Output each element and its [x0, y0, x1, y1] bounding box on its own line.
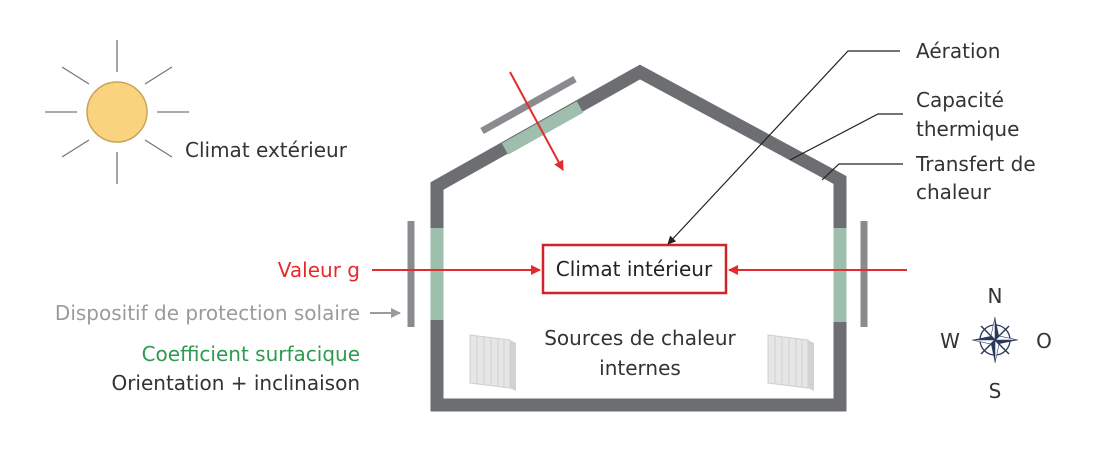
- sun-icon: [45, 40, 189, 184]
- compass-west: W: [940, 329, 960, 353]
- house-wall: [430, 64, 847, 412]
- solar-roof-arrow: [509, 71, 564, 171]
- ventilation-label: Aération: [916, 39, 1000, 63]
- compass-north: N: [988, 284, 1003, 308]
- heat-transfer-label-2: chaleur: [916, 180, 991, 204]
- compass-rose-icon: [971, 316, 1019, 364]
- roof-skylight: [501, 101, 584, 155]
- heat-transfer-leader: [821, 163, 903, 181]
- interior-climate-box: [541, 243, 728, 295]
- compass-south: S: [989, 379, 1002, 403]
- thermal-capacity-label-1: Capacité: [916, 88, 1004, 112]
- internal-sources-label-1: Sources de chaleur: [544, 326, 736, 350]
- surface-coefficient-label: Coefficient surfacique: [142, 342, 360, 366]
- left-radiator-icon: [469, 334, 516, 391]
- right-radiator-icon: [767, 334, 814, 391]
- exterior-climate-label: Climat extérieur: [185, 138, 348, 162]
- compass-east: O: [1036, 329, 1052, 353]
- thermal-capacity-label-2: thermique: [916, 117, 1019, 141]
- orientation-label: Orientation + inclinaison: [111, 371, 360, 395]
- thermal-capacity-leader: [789, 113, 903, 161]
- internal-sources-label-2: internes: [599, 356, 681, 380]
- ventilation-leader: [667, 50, 900, 245]
- solar-protection-label: Dispositif de protection solaire: [55, 301, 360, 325]
- g-value-label: Valeur g: [278, 258, 360, 282]
- heat-transfer-label-1: Transfert de: [915, 152, 1036, 176]
- interior-climate-label: Climat intérieur: [556, 257, 713, 281]
